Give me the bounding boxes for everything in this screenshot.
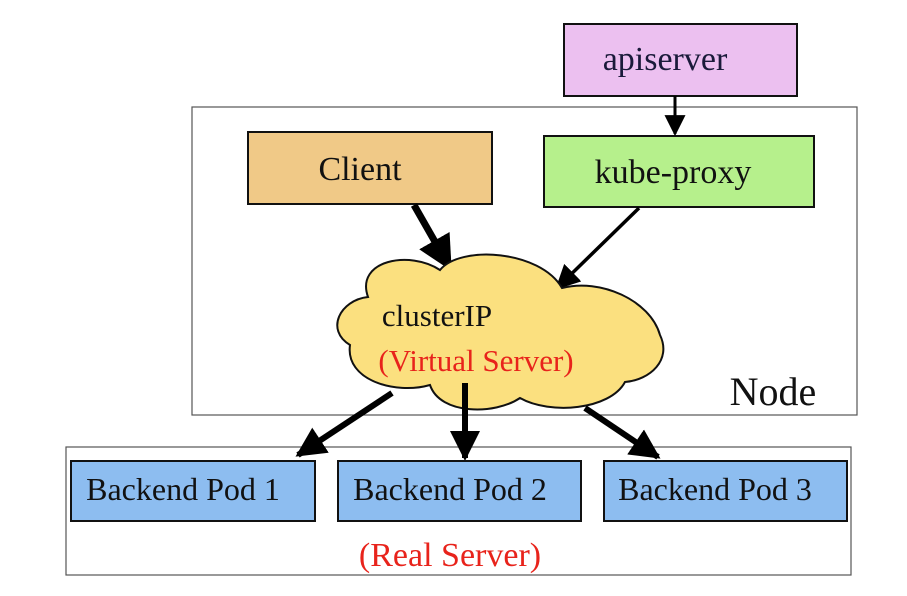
backend-pod-2[interactable] [337, 460, 582, 522]
edge-clusterip-pod1 [295, 390, 394, 458]
edge-clusterip-pod3 [583, 405, 661, 460]
client-node[interactable] [247, 131, 493, 205]
backend-pod-2-label: Backend Pod 2 [353, 471, 547, 507]
client-label: Client [318, 151, 402, 188]
clusterip-sublabel: (Virtual Server) [378, 343, 573, 378]
kube-proxy-node[interactable] [543, 135, 815, 208]
apiserver-label: apiserver [603, 41, 728, 78]
edge-client-clusterip [410, 203, 454, 272]
backend-pod-3[interactable] [603, 460, 848, 522]
clusterip-cloud[interactable] [336, 253, 665, 411]
real-server-label: (Real Server) [359, 537, 541, 574]
clusterip-label: clusterIP [382, 298, 492, 333]
node-group-label: Node [730, 369, 817, 414]
edge-kube-proxy-clusterip [555, 206, 641, 290]
backend-pod-3-label: Backend Pod 3 [618, 471, 812, 507]
apiserver-node[interactable] [563, 23, 798, 97]
kube-proxy-label: kube-proxy [595, 154, 752, 191]
backend-pod-1-label: Backend Pod 1 [86, 471, 280, 507]
backend-pod-1[interactable] [70, 460, 316, 522]
